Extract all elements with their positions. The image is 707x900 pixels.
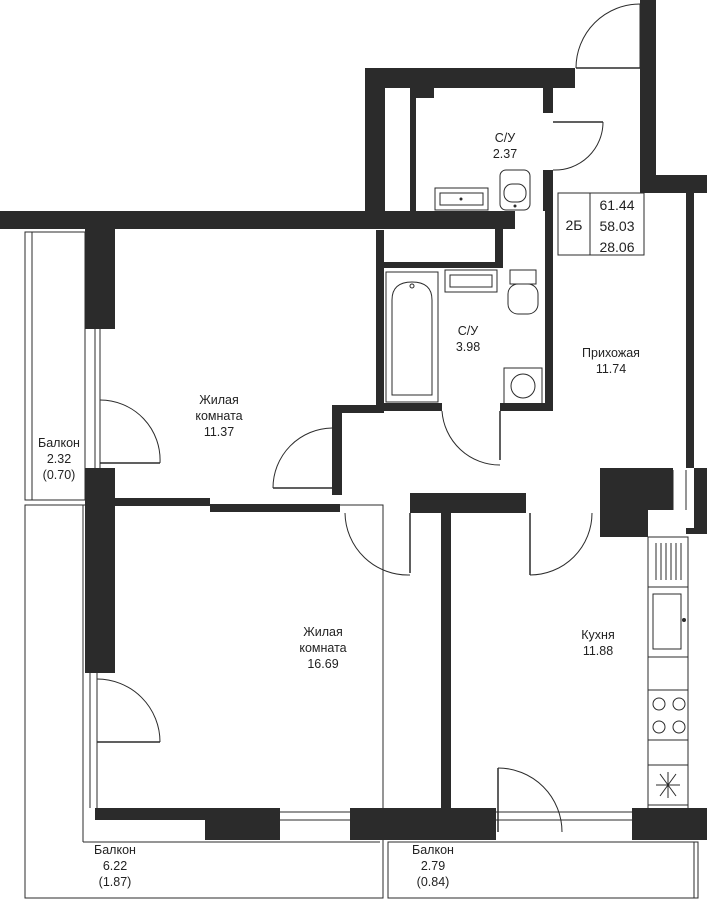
kitchen-area: 11.88	[583, 644, 613, 658]
balcony-left-small-name: Балкон	[38, 436, 80, 450]
balcony-left-small-area: 2.32	[47, 452, 71, 466]
kitchen-name: Кухня	[581, 628, 614, 642]
balcony-left-large-reduced: (1.87)	[99, 875, 132, 889]
living-large-name-1: Жилая	[303, 625, 343, 639]
living-small-name-2: комната	[195, 409, 242, 423]
fixtures	[385, 169, 689, 808]
living-area: 28.06	[599, 239, 634, 255]
living-large-name-2: комната	[299, 641, 346, 655]
area-summary-box: 2Б 61.44 58.03 28.06	[557, 192, 645, 256]
bath-upper-area: 2.37	[493, 147, 517, 161]
balcony-outlines	[24, 231, 699, 899]
total-area: 61.44	[599, 197, 634, 213]
balcony-left-small-reduced: (0.70)	[43, 468, 76, 482]
windows	[89, 329, 687, 821]
fan-icon	[656, 772, 680, 798]
living-large-area: 16.69	[307, 657, 338, 671]
balcony-right-name: Балкон	[412, 843, 454, 857]
balcony-left-large-area: 6.22	[103, 859, 127, 873]
walls	[0, 0, 707, 840]
hall-name: Прихожая	[582, 346, 640, 360]
balcony-right-reduced: (0.84)	[417, 875, 450, 889]
area-without-balconies: 58.03	[599, 218, 634, 234]
apartment-type: 2Б	[566, 217, 583, 233]
room-labels: С/У 2.37 С/У 3.98 Прихожая 11.74 Жилая к…	[38, 131, 640, 889]
balcony-right-area: 2.79	[421, 859, 445, 873]
doors	[96, 3, 641, 833]
hall-area: 11.74	[596, 362, 626, 376]
bath-lower-name: С/У	[458, 324, 479, 338]
living-small-name-1: Жилая	[199, 393, 239, 407]
living-small-area: 11.37	[204, 425, 234, 439]
bath-upper-name: С/У	[495, 131, 516, 145]
bath-lower-area: 3.98	[456, 340, 480, 354]
balcony-left-large-name: Балкон	[94, 843, 136, 857]
radiator-lines	[655, 543, 682, 580]
